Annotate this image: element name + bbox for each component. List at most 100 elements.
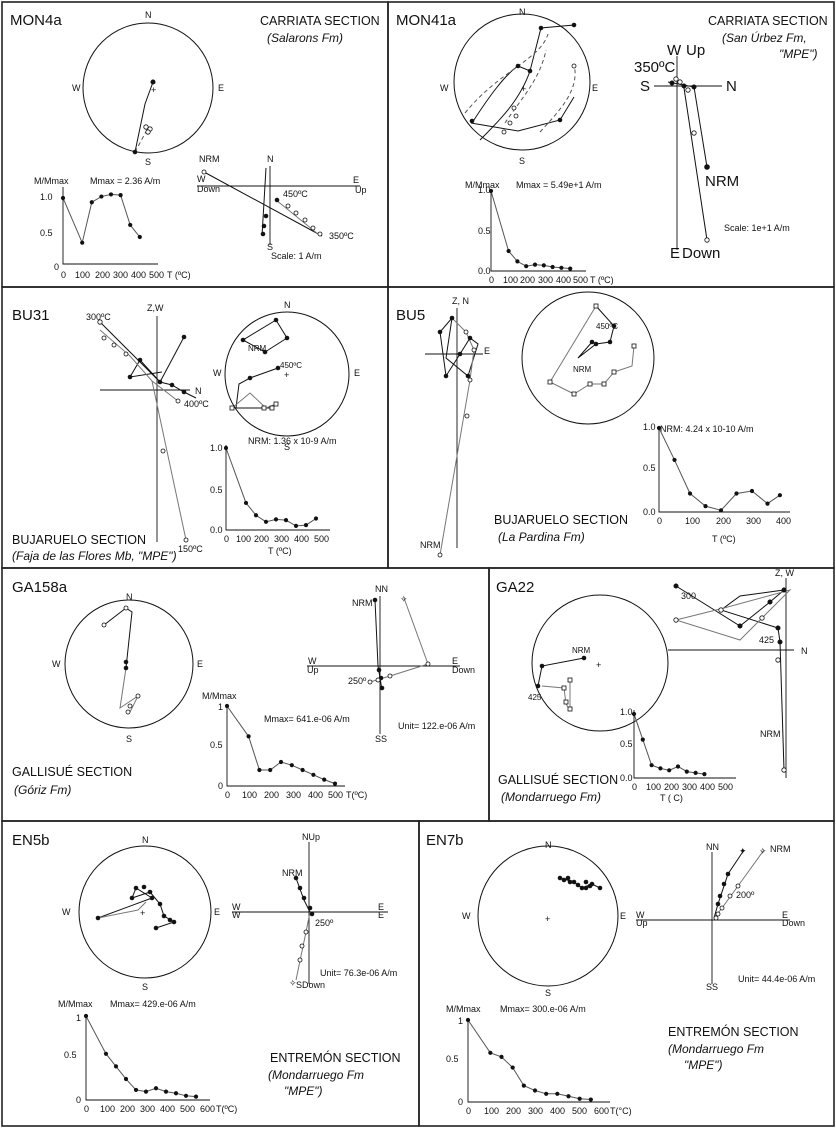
svg-text:NRM: NRM [573, 365, 592, 374]
demag-point [684, 769, 689, 774]
svg-text:Unit= 76.3e-06 A/m: Unit= 76.3e-06 A/m [320, 968, 397, 978]
zijderveld-plot: Z,W 300ºC N 400ºC 150ºC [86, 303, 209, 554]
svg-text:Mmax= 641.e-06 A/m: Mmax= 641.e-06 A/m [264, 714, 350, 724]
svg-text:N: N [801, 646, 808, 656]
formation-label: (Góriz Fm) [14, 783, 71, 797]
svg-text:SS: SS [375, 734, 387, 744]
svg-text:400: 400 [556, 275, 571, 285]
svg-text:+: + [151, 85, 156, 95]
demag-point [108, 192, 114, 197]
demag-point [128, 222, 133, 228]
svg-text:200: 200 [95, 270, 110, 280]
demag-curve: NRM: 4.24 x 10-10 A/m 1.0 0.5 0.0 0 100 … [643, 422, 791, 544]
svg-text:SDown: SDown [296, 980, 325, 990]
panel-mon4a: MON4a CARRIATA SECTION (Salarons Fm) N S… [10, 10, 380, 280]
svg-text:N: N [726, 78, 737, 95]
south-label: S [145, 157, 151, 167]
demag-curve: NRM: 1.36 x 10-9 A/m 1.0 0.5 0.0 0 100 2… [210, 436, 337, 556]
stereonet: N S W E + [440, 7, 598, 166]
svg-text:NRM: 4.24 x 10-10 A/m: NRM: 4.24 x 10-10 A/m [660, 424, 754, 434]
svg-text:T ( C): T ( C) [660, 793, 683, 803]
stereonet: NRM 450ºC [521, 291, 655, 425]
svg-text:0.0: 0.0 [620, 773, 633, 783]
panel-en7b: EN7b ENTREMÓN SECTION (Mondarruego Fm "M… [426, 832, 815, 1116]
svg-text:300: 300 [681, 591, 696, 601]
svg-text:0: 0 [632, 782, 637, 792]
svg-text:E: E [670, 245, 680, 262]
svg-text:0.5: 0.5 [64, 1050, 77, 1060]
section-title: ENTREMÓN SECTION [668, 1024, 799, 1039]
panel-id: EN5b [12, 832, 50, 849]
north-label: N [145, 10, 152, 20]
demag-curve-line [85, 1015, 197, 1098]
demag-point [765, 501, 770, 506]
svg-text:100: 100 [75, 270, 90, 280]
svg-text:N: N [545, 840, 552, 850]
svg-text:500: 500 [718, 782, 733, 792]
demag-point [263, 519, 269, 524]
svg-text:0: 0 [458, 1097, 463, 1107]
svg-text:Mmax = 5.49e+1 A/m: Mmax = 5.49e+1 A/m [516, 180, 602, 190]
svg-text:T (ºC): T (ºC) [167, 270, 191, 280]
demag-point [555, 1091, 560, 1096]
svg-text:1.0: 1.0 [478, 185, 491, 195]
svg-text:450ºC: 450ºC [596, 322, 618, 331]
panel-id: BU5 [396, 307, 425, 324]
demag-point [702, 772, 707, 777]
svg-text:0.0: 0.0 [210, 525, 223, 535]
svg-text:0: 0 [657, 516, 662, 526]
svg-text:E: E [378, 902, 384, 912]
formation-label: (Salarons Fm) [267, 31, 343, 45]
stereonet: N S W E + NRM 450ºC [213, 300, 360, 452]
demag-point [193, 1094, 199, 1099]
svg-text:0: 0 [225, 790, 230, 800]
panel-bu31: BU31 BUJARUELO SECTION (Faja de las Flor… [12, 300, 360, 563]
svg-text:600: 600 [594, 1106, 609, 1116]
zijderveld-plot: NN NRM W Up E Down 250º SS Unit= 122.e-0… [307, 584, 475, 744]
svg-text:S: S [142, 982, 148, 992]
svg-text:500: 500 [180, 1104, 195, 1114]
svg-text:450ºC: 450ºC [280, 361, 302, 370]
demag-curve-line [658, 427, 781, 511]
svg-text:150ºC: 150ºC [178, 544, 203, 554]
stereonet: N S W E + [462, 840, 626, 998]
svg-text:NUp: NUp [302, 832, 320, 842]
svg-text:350ºC: 350ºC [329, 231, 354, 241]
svg-text:NRM: NRM [705, 173, 739, 190]
panel-en5b: EN5b ENTREMÓN SECTION (Mondarruego Fm "M… [12, 832, 401, 1114]
svg-text:0.5: 0.5 [210, 485, 223, 495]
panel-id: GA22 [496, 579, 534, 596]
demag-point [311, 772, 316, 777]
formation-label: (La Pardina Fm) [498, 530, 585, 544]
svg-text:200: 200 [264, 790, 279, 800]
demag-point [173, 1091, 179, 1096]
svg-text:E: E [353, 175, 359, 185]
svg-text:425: 425 [759, 635, 774, 645]
panel-ga158a: GA158a GALLISUÉ SECTION (Góriz Fm) N S W… [12, 579, 475, 800]
demag-point [640, 737, 645, 742]
svg-text:0: 0 [466, 1106, 471, 1116]
demag-point [672, 457, 677, 463]
east-label: E [218, 83, 224, 93]
demag-point [60, 195, 66, 201]
svg-text:500: 500 [149, 270, 164, 280]
svg-text:0.5: 0.5 [210, 740, 223, 750]
svg-text:300: 300 [746, 516, 761, 526]
svg-text:NRM: NRM [248, 344, 267, 353]
svg-text:Up: Up [307, 665, 319, 675]
svg-text:100: 100 [685, 516, 700, 526]
svg-text:400: 400 [131, 270, 146, 280]
svg-text:0: 0 [218, 781, 223, 791]
demag-point [777, 493, 783, 498]
svg-text:E: E [214, 907, 220, 917]
demag-point [506, 248, 511, 254]
svg-text:+: + [545, 914, 550, 924]
svg-text:300ºC: 300ºC [86, 312, 111, 322]
demag-point [293, 523, 299, 529]
svg-text:0: 0 [489, 275, 494, 285]
svg-text:W: W [232, 910, 241, 920]
formation-label: (Mondarruego Fm [268, 1068, 364, 1082]
demag-point [550, 264, 555, 270]
svg-text:N: N [267, 154, 274, 164]
demag-curve: 1.0 0.5 0.0 0 100 200 300 400 500 T ( C) [620, 707, 736, 803]
